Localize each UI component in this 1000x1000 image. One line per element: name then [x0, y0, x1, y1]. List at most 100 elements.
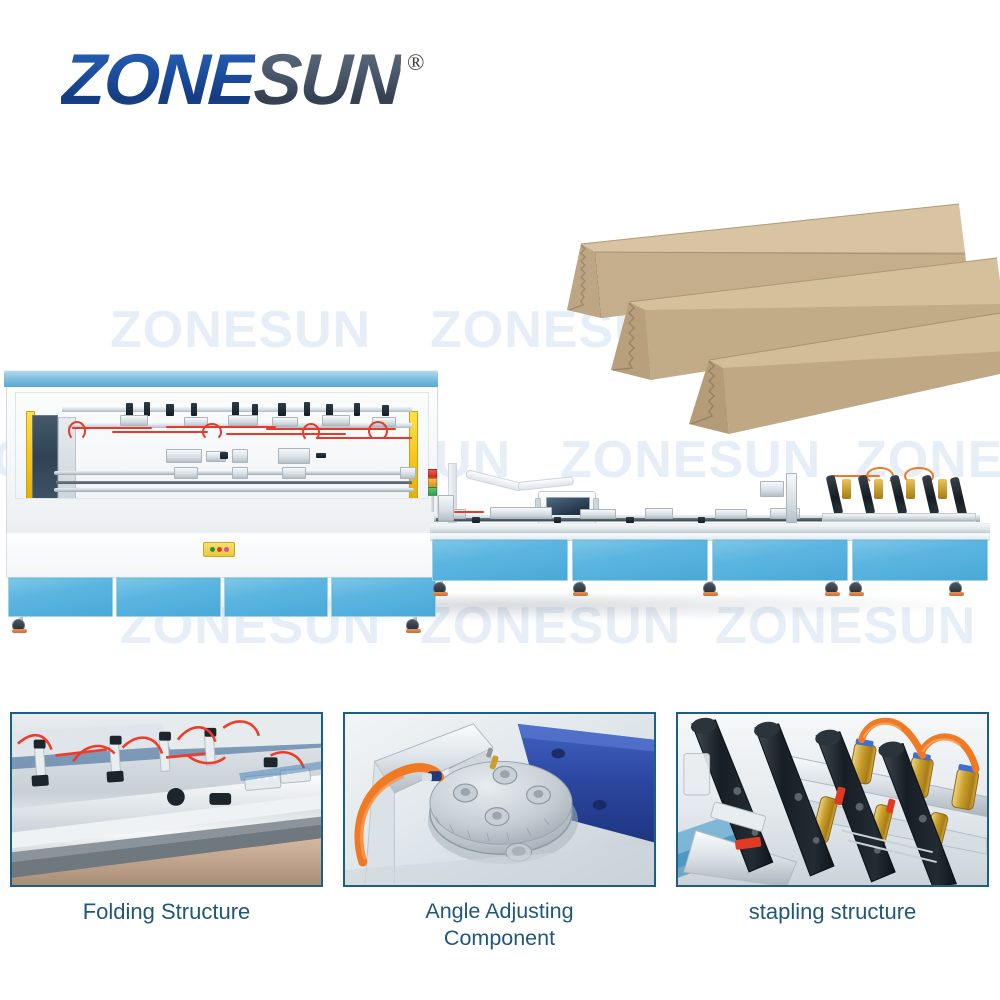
pneumatic-tube [832, 475, 880, 477]
infeed-magazine [32, 415, 58, 498]
caption-cell: Angle Adjusting Component [333, 898, 666, 968]
tooling-block [232, 402, 239, 416]
discharge-conveyor-unit [428, 455, 990, 598]
transport-carriage [715, 509, 747, 519]
hmi-support-post [448, 463, 457, 523]
safety-light-curtain-right [409, 411, 418, 498]
detail-photo-cell [333, 712, 666, 890]
actuator-body [272, 417, 298, 427]
stapling-structure-photo [678, 714, 987, 885]
leveling-foot [12, 617, 27, 633]
logo-text-zone: ZONE [59, 40, 257, 120]
machine-lower-housing [6, 533, 438, 578]
detail-photo-folding[interactable] [10, 712, 323, 887]
detail-caption-row: Folding Structure Angle Adjusting Compon… [0, 898, 1000, 968]
stapler-cylinder [874, 479, 883, 499]
status-light-green [428, 487, 437, 496]
stapler-mounting-rail [822, 513, 976, 522]
carriage-block [220, 452, 228, 459]
base-panel [712, 539, 848, 581]
actuator-body [322, 415, 350, 426]
status-light-red [428, 469, 437, 478]
registered-trademark-icon: ® [407, 50, 425, 75]
actuator-body [120, 415, 148, 426]
logo-text-sun: SUN [251, 40, 403, 120]
carriage-block [316, 453, 326, 458]
pneumatic-tube [266, 428, 396, 430]
stop-button-icon[interactable] [216, 547, 222, 552]
detail-photo-angle[interactable] [343, 712, 656, 887]
conveyor-guide-rail [436, 518, 976, 521]
carton-group [515, 200, 1000, 480]
rail-carriage [232, 467, 248, 479]
pneumatic-tube [166, 426, 276, 428]
stapler-head [825, 474, 844, 516]
caption-stapling-structure: stapling structure [748, 899, 917, 924]
lower-rail [56, 481, 412, 484]
detail-photo-stapling[interactable] [676, 712, 989, 887]
detail-photo-cell [0, 712, 333, 890]
pneumatic-tube [316, 437, 412, 439]
carriage-roller [554, 517, 561, 523]
base-panel [115, 577, 221, 617]
carriage-roller [698, 517, 705, 523]
lower-rail [54, 488, 414, 492]
main-forming-unit [4, 370, 438, 633]
tri-color-status-tower [428, 469, 437, 512]
pneumatic-tube [302, 423, 320, 442]
pneumatic-tube [68, 421, 86, 441]
transport-carriage [770, 508, 800, 519]
pneumatic-tube [202, 423, 222, 441]
stapling-head-assembly [822, 467, 976, 531]
carriage-block [232, 449, 248, 463]
machine-top-rail [4, 370, 438, 387]
base-panel [331, 577, 436, 617]
pneumatic-tube [226, 433, 346, 435]
angle-adjusting-photo [345, 714, 654, 885]
tooling-block [278, 403, 286, 416]
detail-photo-cell [666, 712, 999, 890]
conveyor-leveling-feet [430, 581, 990, 598]
tooling-block [166, 404, 174, 416]
pneumatic-tube [368, 421, 388, 441]
tooling-block [144, 402, 150, 416]
pneumatic-tube [112, 431, 208, 433]
hmi-arm-segment [464, 469, 524, 492]
carriage-roller [472, 517, 480, 523]
transport-carriage [645, 508, 673, 519]
base-panel [223, 577, 329, 617]
carriage-roller [626, 517, 634, 523]
status-light-amber [428, 478, 437, 487]
folding-structure-photo [12, 714, 321, 885]
rail-carriage [174, 467, 198, 479]
caption-folding-structure: Folding Structure [82, 899, 251, 924]
actuator-body [228, 415, 258, 426]
pneumatic-tube [72, 427, 152, 429]
conveyor-frame-rail [430, 533, 990, 541]
rail-carriage [282, 467, 306, 479]
mode-button-icon[interactable] [223, 547, 229, 552]
transport-carriage [490, 507, 552, 519]
leveling-foot [406, 617, 421, 633]
side-drive-housing [438, 495, 454, 521]
conveyor-base-panels [432, 539, 988, 581]
tooling-block [304, 402, 310, 416]
start-button-icon[interactable] [209, 547, 215, 552]
base-panel [8, 577, 113, 617]
caption-angle-adjusting-line1: Angle Adjusting [425, 899, 574, 923]
caption-angle-adjusting-line2: Component [443, 926, 556, 950]
pneumatic-tube [454, 511, 484, 513]
detail-photo-row [0, 712, 1000, 890]
machine-base-panels [8, 577, 436, 617]
stapler-cylinder [938, 479, 947, 499]
rail-carriage [400, 467, 416, 479]
tooling-block [326, 404, 333, 416]
product-hero-illustration [0, 140, 1000, 700]
hmi-arm-segment [517, 476, 575, 491]
operator-button-cluster[interactable] [203, 542, 235, 557]
carriage-block [278, 448, 310, 464]
tooling-block [126, 403, 133, 416]
status-tower-pole [431, 496, 434, 512]
base-panel [572, 539, 708, 581]
